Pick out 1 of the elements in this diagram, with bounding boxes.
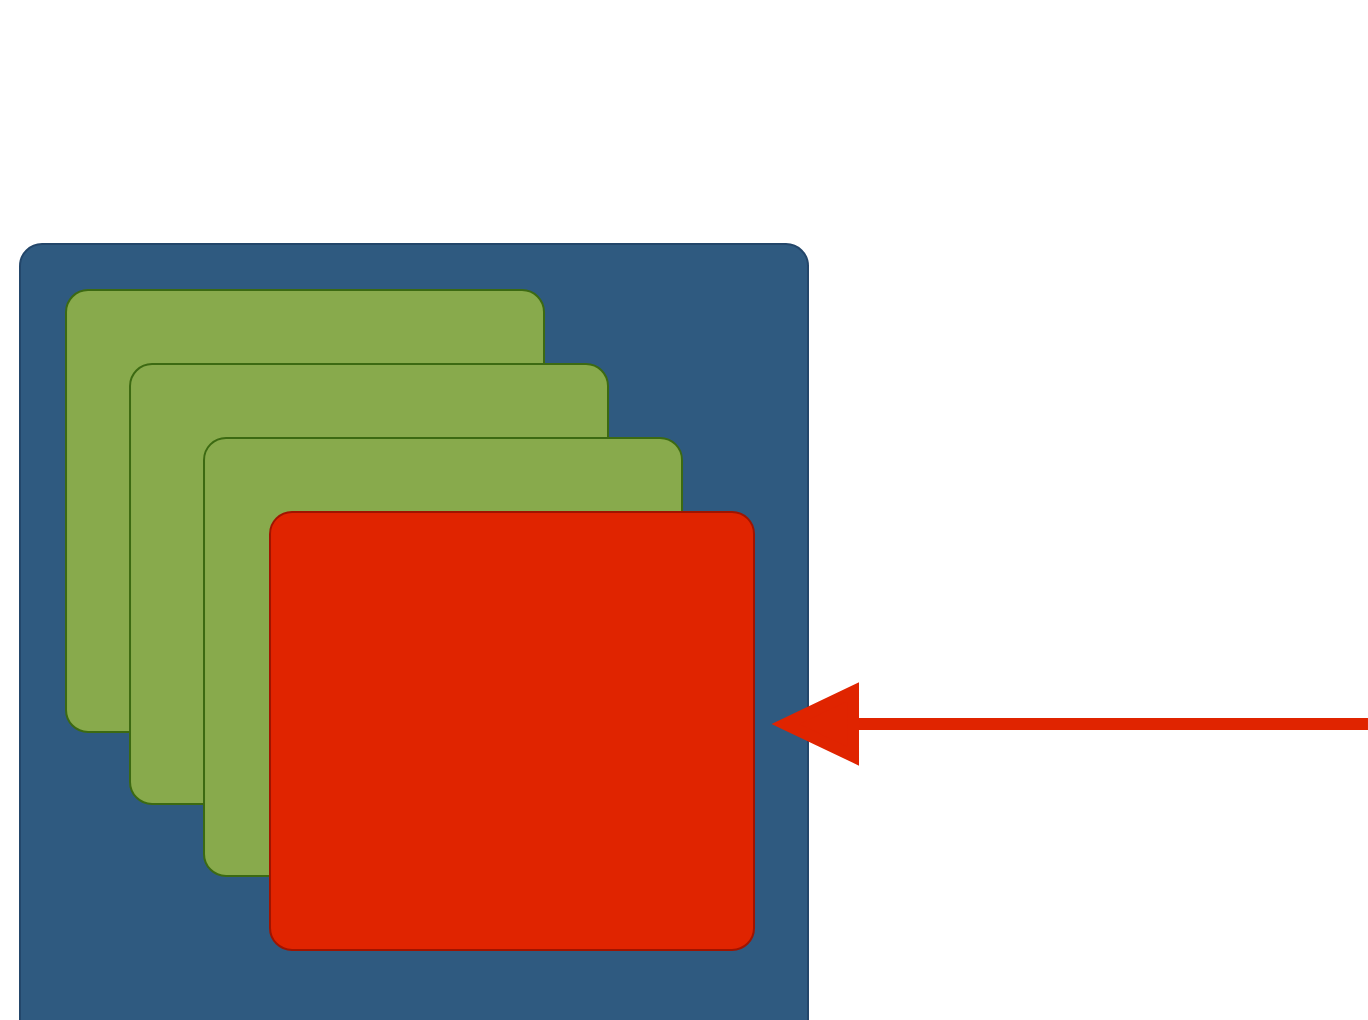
front-card [269,510,755,951]
